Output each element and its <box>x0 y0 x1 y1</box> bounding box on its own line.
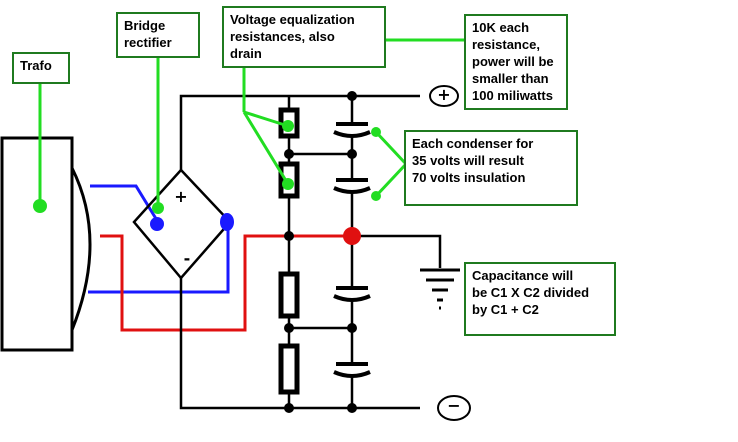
dc-wires <box>179 94 442 410</box>
bridge-plus-mark: + <box>174 187 188 206</box>
capacitance-label: Capacitance will be C1 X C2 divided by C… <box>464 262 616 336</box>
capacitors <box>333 122 371 378</box>
bridge-rectifier-label: Bridge rectifier <box>116 12 200 58</box>
callout-dots <box>33 120 381 214</box>
transformer <box>0 136 92 352</box>
callout-lines <box>38 38 464 208</box>
midpoint-wire <box>100 234 352 332</box>
positive-terminal <box>429 85 459 107</box>
trafo-label: Trafo <box>12 52 70 84</box>
positive-terminal-label: + <box>437 85 451 104</box>
resistances-label: Voltage equalization resistances, also d… <box>222 6 386 68</box>
condenser-label: Each condenser for 35 volts will result … <box>404 130 578 206</box>
negative-terminal <box>437 395 471 421</box>
ac-input-dot-left <box>150 217 164 231</box>
ground-symbol <box>420 268 460 310</box>
bridge-minus-mark: - <box>183 249 191 268</box>
midpoint-dot <box>343 227 361 245</box>
resistance-value-label: 10K each resistance, power will be small… <box>464 14 568 110</box>
negative-terminal-label: − <box>447 396 461 415</box>
junction-dots <box>284 91 357 413</box>
ac-input-dot-right <box>220 213 234 231</box>
ac-wires <box>88 184 230 294</box>
